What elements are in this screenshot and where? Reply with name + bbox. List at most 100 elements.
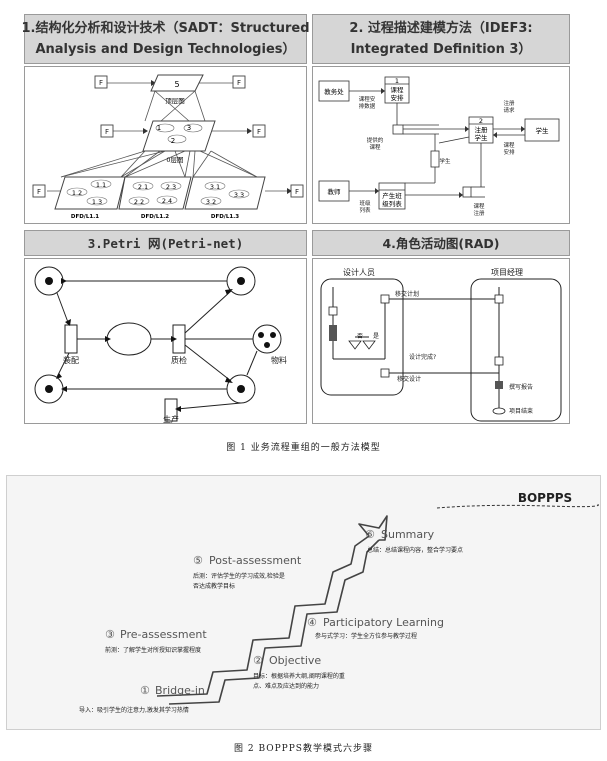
boppps-step1-num: ① xyxy=(140,684,150,697)
rad-label: 撰写报告 xyxy=(509,383,533,391)
boppps-brand: BOPPPS xyxy=(518,491,572,505)
sadt-mid-label: 0层图 xyxy=(166,156,183,164)
sadt-node: 3.1 xyxy=(210,183,220,191)
idef3-box1-number: 1 xyxy=(395,77,399,85)
boppps-step5-title: Post-assessment xyxy=(209,554,302,567)
boppps-step5-desc: 后测：评估学生的学习成效,检验是 xyxy=(193,572,285,580)
sadt-f-box: F xyxy=(37,188,41,196)
boppps-step5-desc: 否达成教学目标 xyxy=(193,582,235,590)
boppps-step2-title: Objective xyxy=(269,654,321,667)
rad-label: 移交计划 xyxy=(395,290,419,298)
idef3-flow-label: 注册 xyxy=(503,99,515,107)
sadt-f-box: F xyxy=(99,79,103,87)
idef3-box2-text: 注册 xyxy=(475,125,489,134)
idef3-actor-teacher: 教师 xyxy=(328,187,342,196)
sadt-f-box: F xyxy=(295,188,299,196)
sadt-node: 1.1 xyxy=(96,181,106,189)
sadt-f-box: F xyxy=(257,128,261,136)
sadt-title-line2: Analysis and Design Technologies） xyxy=(35,42,296,57)
idef3-diagram: 教务处 教师 学生 1 课程 安排 2 注册 学生 产生班 级列表 课程安 排数… xyxy=(312,66,570,224)
sadt-mid-node: 3 xyxy=(187,124,191,132)
idef3-flow-label: 课程 xyxy=(503,141,515,149)
sadt-node: 3.3 xyxy=(234,191,244,199)
idef3-actor-student: 学生 xyxy=(536,126,550,135)
petri-label-material: 物料 xyxy=(271,355,287,365)
petri-title: 3.Petri 网(Petri-net) xyxy=(24,230,307,256)
idef3-flow-label: 课程 xyxy=(473,202,485,210)
idef3-box2-text: 学生 xyxy=(475,133,489,142)
rad-diagram: 设计人员 项目经理 移交计划 否 是 设计完成? 移交设计 撰写报告 项目结束 xyxy=(312,258,570,424)
idef3-box1-text: 课程 xyxy=(391,85,405,94)
petri-label-production: 生产 xyxy=(163,414,179,424)
boppps-step2-num: ② xyxy=(253,654,263,667)
idef3-title-line1: 2. 过程描述建模方法（IDEF3: xyxy=(349,21,533,36)
sadt-title: 1.结构化分析和设计技术（SADT：Structured Analysis an… xyxy=(21,14,310,64)
figure2-caption: 图 2 BOPPPS教学模式六步骤 xyxy=(234,744,373,754)
rad-label: 移交设计 xyxy=(397,375,421,383)
sadt-diagram: 5 顶层图 F F F F F F 1 3 2 0层图 xyxy=(24,66,307,224)
sadt-top-number: 5 xyxy=(174,80,179,89)
idef3-flow-label: 提供的 xyxy=(367,136,384,144)
sadt-cluster-label: DFD/L1.3 xyxy=(211,214,239,220)
petri-title-text: 3.Petri 网(Petri-net) xyxy=(87,235,244,251)
idef3-box1-text: 安排 xyxy=(391,93,405,102)
boppps-step3-desc: 前测：了解学生对所授知识掌握程度 xyxy=(105,646,201,654)
rad-role-designer: 设计人员 xyxy=(343,267,375,277)
sadt-top-label: 顶层图 xyxy=(165,97,185,105)
rad-role-manager: 项目经理 xyxy=(491,267,523,277)
sadt-cluster-label: DFD/L1.2 xyxy=(141,214,169,220)
idef3-flow-label: 列表 xyxy=(359,206,371,214)
boppps-step6-num: ⑥ xyxy=(365,528,375,541)
idef3-title: 2. 过程描述建模方法（IDEF3: Integrated Definition… xyxy=(312,14,570,64)
idef3-title-line2: Integrated Definition 3） xyxy=(350,42,532,57)
boppps-step4-title: Participatory Learning xyxy=(323,616,444,629)
sadt-node: 2.4 xyxy=(162,197,172,205)
boppps-step2-desc: 目标：根据培养大纲,阐明课程的重 xyxy=(253,672,345,680)
petri-label-assembly: 装配 xyxy=(63,355,79,365)
rad-title: 4.角色活动图(RAD) xyxy=(312,230,570,256)
idef3-flow-label: 班级 xyxy=(359,199,371,207)
boppps-step4-desc: 参与式学习：学生全方位参与教学过程 xyxy=(315,632,417,640)
sadt-node: 2.1 xyxy=(138,183,148,191)
boppps-step4-num: ④ xyxy=(307,616,317,629)
idef3-flow-label: 学生 xyxy=(439,157,451,165)
sadt-node: 1.2 xyxy=(72,189,82,197)
sadt-mid-node: 2 xyxy=(171,137,175,145)
idef3-flow-label: 课程 xyxy=(369,143,381,151)
rad-label: 否 xyxy=(357,333,363,340)
sadt-title-line1: 1.结构化分析和设计技术（SADT：Structured xyxy=(21,21,310,36)
idef3-flow-label: 课程安 xyxy=(359,95,376,103)
boppps-step2-desc: 点、难点及应达到的能力 xyxy=(253,682,319,690)
sadt-node: 3.2 xyxy=(206,198,216,206)
idef3-flow-label: 安排 xyxy=(503,148,515,156)
boppps-step1-title: Bridge-in xyxy=(155,684,205,697)
boppps-step6-desc: 总结：总结课程内容，整合学习要点 xyxy=(367,546,463,554)
sadt-mid-node: 1 xyxy=(157,124,161,132)
boppps-step3-num: ③ xyxy=(105,628,115,641)
idef3-actor-office: 教务处 xyxy=(324,87,344,96)
idef3-flow-label: 排数据 xyxy=(359,102,376,110)
sadt-node: 1.3 xyxy=(92,198,102,206)
boppps-step1-desc: 导入：吸引学生的注意力,激发其学习热情 xyxy=(79,706,189,714)
sadt-f-box: F xyxy=(237,79,241,87)
petri-diagram: 装配 质检 物料 生产 xyxy=(24,258,307,424)
idef3-flow-label: 注册 xyxy=(473,209,485,217)
rad-title-text: 4.角色活动图(RAD) xyxy=(382,235,500,251)
figure1-caption: 图 1 业务流程重组的一般方法模型 xyxy=(226,443,381,453)
sadt-node: 2.3 xyxy=(166,183,176,191)
rad-label: 是 xyxy=(373,333,379,340)
boppps-step5-num: ⑤ xyxy=(193,554,203,567)
idef3-box3-text: 产生班 xyxy=(382,191,402,200)
sadt-node: 2.2 xyxy=(134,198,144,206)
petri-label-qc: 质检 xyxy=(171,355,187,365)
idef3-box3-text: 级列表 xyxy=(382,199,402,208)
idef3-box2-number: 2 xyxy=(479,117,483,125)
sadt-f-box: F xyxy=(105,128,109,136)
sadt-cluster-label: DFD/L1.1 xyxy=(71,214,99,220)
boppps-step6-title: Summary xyxy=(381,528,435,541)
boppps-step3-title: Pre-assessment xyxy=(120,628,207,641)
idef3-flow-label: 请求 xyxy=(503,106,515,114)
rad-label: 项目结束 xyxy=(509,407,533,415)
boppps-figure: BOPPPS ① Bridge-in 导入：吸引学生的注意力,激发其学习热情 ②… xyxy=(6,475,601,730)
rad-label: 设计完成? xyxy=(409,353,436,361)
